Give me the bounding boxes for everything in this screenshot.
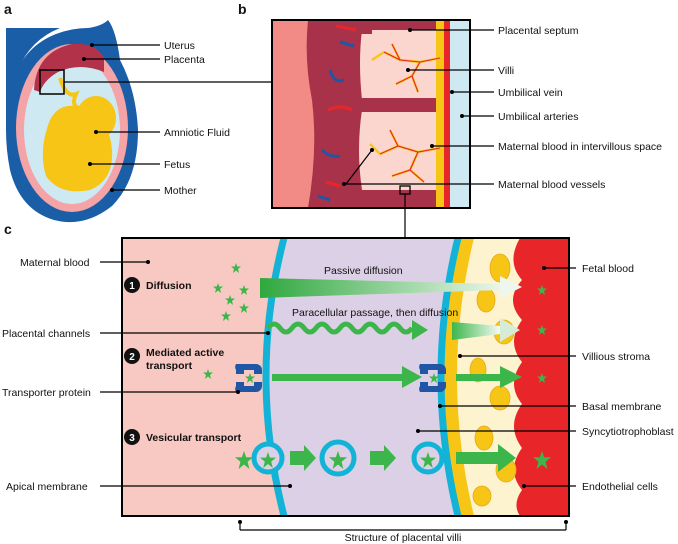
- paracellular-path: [266, 321, 414, 335]
- label-apical-membrane: Apical membrane: [6, 481, 88, 493]
- step-1: 1 Diffusion: [124, 277, 192, 293]
- molecules: [203, 263, 551, 469]
- passive-diffusion-annotation: Passive diffusion: [324, 265, 403, 277]
- label-villi: Villi: [498, 65, 514, 77]
- label-endothelial-cells: Endothelial cells: [582, 481, 658, 493]
- label-structure-of-placental-villi: Structure of placental villi: [345, 532, 462, 544]
- step-2: 2 Mediated active transport: [124, 347, 224, 372]
- panel-b-villi-illustration: [272, 20, 470, 208]
- label-maternal-blood-vessels: Maternal blood vessels: [498, 179, 605, 191]
- passive-diffusion-arrow: [260, 278, 500, 298]
- label-maternal-blood-intervillous: Maternal blood in intervillous space: [498, 141, 662, 153]
- basal-membrane: [437, 238, 462, 516]
- panel-c-frame: [121, 237, 570, 517]
- panel-b-letter: b: [238, 1, 247, 17]
- label-villious-stroma: Villious stroma: [582, 351, 650, 363]
- svg-text:2: 2: [129, 352, 135, 363]
- label-basal-membrane: Basal membrane: [582, 401, 662, 413]
- label-placental-channels: Placental channels: [2, 328, 90, 340]
- step-1-label: Diffusion: [146, 280, 192, 292]
- svg-text:3: 3: [129, 433, 135, 444]
- panel-c-transport-illustration: [122, 238, 569, 516]
- label-maternal-blood: Maternal blood: [20, 257, 90, 269]
- transporter-protein-apical: [235, 364, 262, 392]
- villi-structure-bracket: [239, 522, 567, 531]
- label-uterus: Uterus: [164, 40, 195, 52]
- step-3-label: Vesicular transport: [146, 432, 242, 444]
- step-3: 3 Vesicular transport: [124, 429, 242, 445]
- panel-b-frame: [271, 19, 471, 209]
- label-syncytiotrophoblast: Syncytiotrophoblast: [582, 426, 674, 438]
- umbilical-vessel: [444, 20, 450, 208]
- label-umbilical-arteries: Umbilical arteries: [498, 111, 579, 123]
- transporter-protein-basal: [419, 364, 446, 392]
- panel-a-uterus-illustration: [6, 20, 138, 229]
- panel-a-letter: a: [4, 1, 12, 17]
- step-2-badge: [124, 348, 140, 364]
- label-transporter-protein: Transporter protein: [2, 387, 91, 399]
- label-mother: Mother: [164, 185, 197, 197]
- placental-septum: [352, 98, 444, 112]
- paracellular-annotation: Paracellular passage, then diffusion: [292, 307, 458, 319]
- label-amniotic-fluid: Amniotic Fluid: [164, 127, 230, 139]
- step-2-label-line1: Mediated active: [146, 347, 224, 359]
- fetus-body: [42, 105, 113, 192]
- step-2-label-line2: transport: [146, 360, 193, 372]
- label-umbilical-vein: Umbilical vein: [498, 87, 563, 99]
- step-1-badge: [124, 277, 140, 293]
- intervillous-space-upper: [360, 30, 440, 100]
- label-placenta: Placenta: [164, 54, 205, 66]
- active-transport-arrow: [402, 366, 422, 388]
- step-3-badge: [124, 429, 140, 445]
- placenta-shape: [34, 43, 104, 92]
- panel-c-letter: c: [4, 221, 12, 237]
- panel-a-leaders: [84, 44, 160, 191]
- intervillous-space-lower: [359, 110, 440, 190]
- label-placental-septum: Placental septum: [498, 25, 579, 37]
- svg-text:1: 1: [129, 281, 135, 292]
- apical-membrane: [262, 238, 288, 516]
- label-fetus: Fetus: [164, 159, 190, 171]
- label-fetal-blood: Fetal blood: [582, 263, 634, 275]
